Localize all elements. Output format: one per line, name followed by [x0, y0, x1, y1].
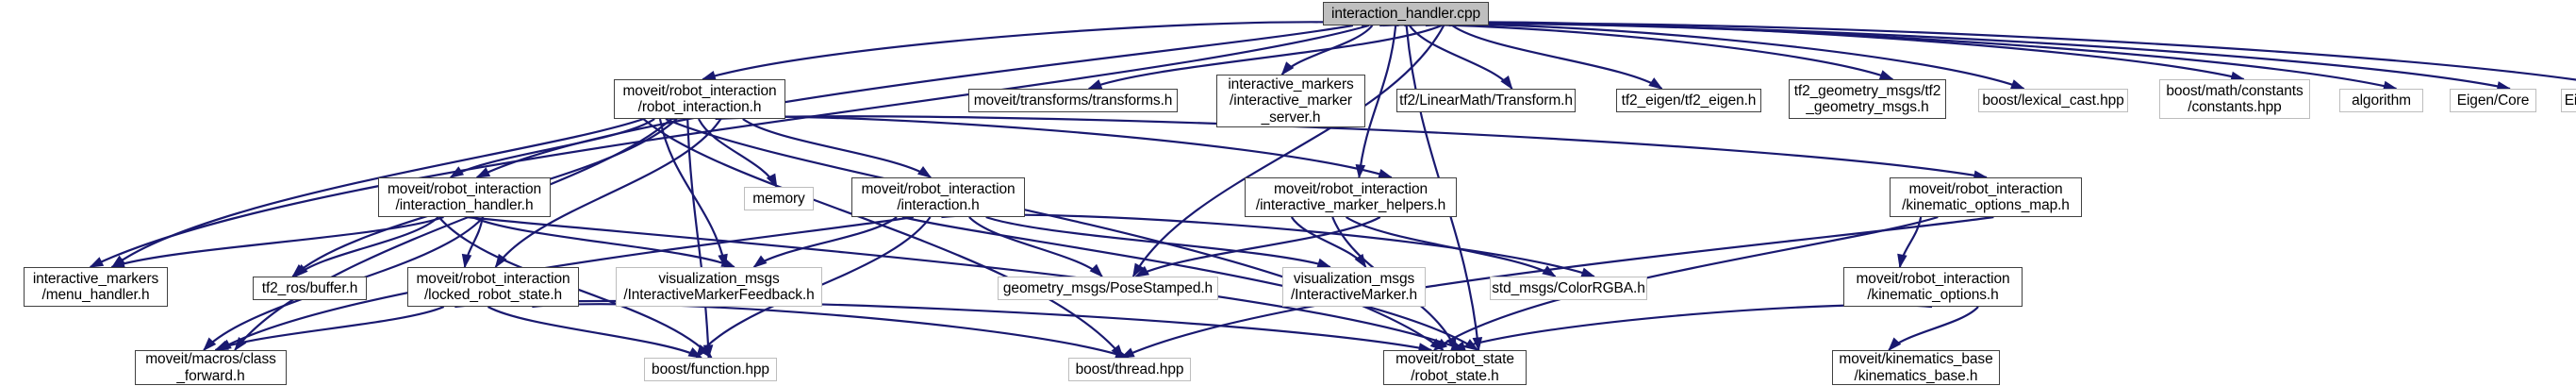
graph-edge — [463, 216, 484, 268]
graph-node-root[interactable]: interaction_handler.cpp — [1323, 2, 1489, 25]
graph-node[interactable]: boost/thread.hpp — [1068, 358, 1191, 381]
graph-edge — [968, 216, 1103, 277]
graph-node-label: boost/math/constants /constants.hpp — [2166, 82, 2304, 115]
graph-node-label: boost/lexical_cast.hpp — [1982, 92, 2124, 109]
graph-edge — [1280, 25, 1374, 76]
graph-node-label: moveit/robot_interaction /kinematic_opti… — [1902, 180, 2070, 213]
graph-edge-arrowhead — [1897, 253, 1907, 269]
graph-node-label: tf2/LinearMath/Transform.h — [1399, 92, 1573, 109]
graph-node[interactable]: tf2_eigen/tf2_eigen.h — [1616, 89, 1761, 112]
graph-node[interactable]: tf2_geometry_msgs/tf2 _geometry_msgs.h — [1789, 79, 1946, 119]
graph-node-label: moveit/robot_interaction /robot_interact… — [622, 82, 777, 115]
graph-edge — [532, 303, 1129, 360]
graph-node-label: moveit/robot_state /robot_state.h — [1395, 351, 1514, 384]
graph-node-label: moveit/robot_interaction /interaction_ha… — [387, 180, 542, 213]
graph-node[interactable]: moveit/macros/class _forward.h — [135, 350, 287, 385]
graph-edge-arrowhead — [1355, 164, 1366, 179]
graph-node-label: visualization_msgs /InteractiveMarkerFee… — [623, 270, 815, 303]
graph-node-label: tf2_geometry_msgs/tf2 _geometry_msgs.h — [1793, 82, 1941, 115]
graph-node[interactable]: interactive_markers /interactive_marker … — [1216, 75, 1365, 127]
graph-node[interactable]: moveit/robot_state /robot_state.h — [1383, 350, 1527, 385]
graph-node-label: interactive_markers /menu_handler.h — [32, 270, 159, 303]
graph-node[interactable]: moveit/transforms/transforms.h — [968, 89, 1178, 112]
graph-edge — [658, 118, 727, 268]
graph-edge — [941, 213, 1595, 278]
graph-edge — [234, 118, 672, 351]
graph-node-label: moveit/robot_interaction /interactive_ma… — [1255, 180, 1446, 213]
graph-edge — [454, 299, 1432, 352]
graph-edge — [752, 216, 898, 268]
graph-node-label: geometry_msgs/PoseStamped.h — [1002, 279, 1214, 296]
graph-node-label: moveit/robot_interaction /interaction.h — [861, 180, 1016, 213]
graph-edge — [1131, 25, 1445, 277]
graph-node[interactable]: visualization_msgs /InteractiveMarker.h — [1282, 267, 1426, 307]
graph-node[interactable]: tf2_ros/buffer.h — [253, 277, 367, 300]
graph-edge — [1290, 216, 1367, 268]
graph-node[interactable]: Eigen/Core — [2450, 89, 2536, 112]
graph-edge — [698, 118, 778, 188]
graph-edge — [1888, 306, 1979, 351]
graph-node[interactable]: moveit/kinematics_base /kinematics_base.… — [1832, 350, 2000, 385]
graph-node-label: boost/function.hpp — [652, 361, 769, 378]
graph-edge — [1451, 304, 1933, 352]
graph-edge — [985, 215, 1331, 269]
graph-edge — [1382, 24, 1893, 81]
graph-node-label: visualization_msgs /InteractiveMarker.h — [1290, 270, 1418, 303]
graph-edge — [642, 118, 1124, 359]
graph-node-label: tf2_ros/buffer.h — [261, 279, 358, 296]
graph-node-label: boost/thread.hpp — [1075, 361, 1184, 378]
graph-node[interactable]: boost/math/constants /constants.hpp — [2159, 79, 2310, 119]
graph-edge — [111, 215, 444, 269]
graph-node-label: tf2_eigen/tf2_eigen.h — [1621, 92, 1757, 109]
graph-edge — [214, 305, 445, 352]
graph-edge — [1898, 216, 1923, 268]
graph-node[interactable]: algorithm — [2339, 89, 2423, 112]
graph-node-label: moveit/robot_interaction /kinematic_opti… — [1856, 270, 2010, 303]
graph-node-label: algorithm — [2352, 92, 2411, 109]
graph-node[interactable]: moveit/robot_interaction /interaction.h — [851, 177, 1025, 217]
graph-edge — [1448, 22, 2576, 81]
graph-node[interactable]: visualization_msgs /InteractiveMarkerFee… — [616, 267, 822, 307]
graph-edge — [487, 306, 702, 359]
graph-edge-arrowhead — [702, 344, 714, 360]
graph-edge — [686, 118, 710, 359]
graph-node[interactable]: moveit/robot_interaction /kinematic_opti… — [1843, 267, 2023, 307]
graph-edge-arrowhead — [718, 253, 728, 269]
graph-node-label: interactive_markers /interactive_marker … — [1228, 76, 1354, 126]
graph-edge — [90, 24, 1370, 268]
graph-node[interactable]: geometry_msgs/PoseStamped.h — [998, 277, 1218, 300]
graph-edge-arrowhead — [461, 253, 472, 269]
graph-node-label: moveit/macros/class _forward.h — [145, 351, 276, 384]
graph-node-label: memory — [752, 190, 805, 207]
graph-node-label: moveit/robot_interaction /locked_robot_s… — [416, 270, 570, 303]
graph-edge — [665, 117, 1445, 351]
graph-node[interactable]: moveit/robot_interaction /kinematic_opti… — [1890, 177, 2082, 217]
graph-node[interactable]: moveit/robot_interaction /robot_interact… — [614, 79, 785, 119]
graph-node-label: Eigen/Geometry — [2564, 92, 2576, 109]
graph-node[interactable]: tf2/LinearMath/Transform.h — [1396, 89, 1576, 112]
graph-node[interactable]: boost/function.hpp — [644, 358, 777, 381]
graph-node[interactable]: interactive_markers /menu_handler.h — [24, 267, 168, 307]
graph-node-label: interaction_handler.cpp — [1331, 5, 1480, 22]
graph-node-label: moveit/kinematics_base /kinematics_base.… — [1839, 351, 1993, 384]
graph-node-label: std_msgs/ColorRGBA.h — [1492, 279, 1645, 296]
graph-node-label: moveit/transforms/transforms.h — [973, 92, 1173, 109]
graph-edge — [471, 215, 735, 269]
graph-node[interactable]: moveit/robot_interaction /locked_robot_s… — [407, 267, 579, 307]
graph-node[interactable]: std_msgs/ColorRGBA.h — [1490, 277, 1647, 300]
graph-edge-arrowhead — [1472, 337, 1483, 352]
graph-node[interactable]: boost/lexical_cast.hpp — [1978, 89, 2128, 112]
graph-edge — [1408, 25, 1513, 90]
graph-edge — [702, 21, 1399, 81]
graph-edge — [742, 118, 932, 178]
graph-node[interactable]: memory — [744, 187, 814, 210]
graph-edge — [1451, 25, 1663, 90]
graph-edge — [1362, 21, 2244, 81]
graph-edge — [450, 118, 655, 178]
graph-node[interactable]: moveit/robot_interaction /interactive_ma… — [1245, 177, 1457, 217]
graph-node-label: Eigen/Core — [2456, 92, 2530, 109]
graph-node[interactable]: moveit/robot_interaction /interaction_ha… — [378, 177, 551, 217]
graph-node[interactable]: Eigen/Geometry — [2561, 89, 2576, 112]
